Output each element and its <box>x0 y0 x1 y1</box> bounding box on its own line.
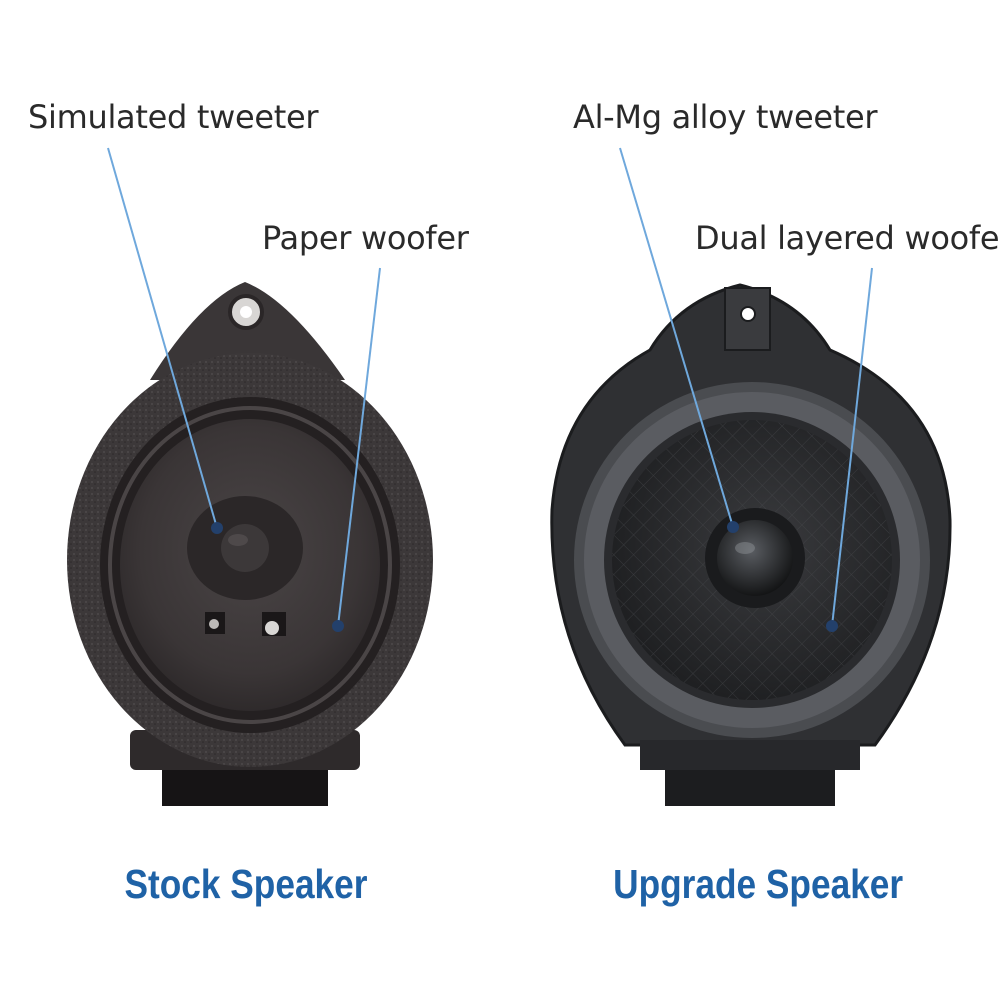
stock-speaker-caption: Stock Speaker <box>124 861 368 907</box>
upgrade-speaker-caption: Upgrade Speaker <box>613 861 904 907</box>
pointer-lines <box>107 147 873 632</box>
stock-mount-ear <box>150 282 345 380</box>
stock-woofer-pointer <box>337 267 381 627</box>
stock-woofer-label: Paper woofer <box>262 219 469 257</box>
stock-speaker <box>67 282 433 806</box>
upgrade-woofer-pointer <box>831 267 873 627</box>
stock-tweeter-pointer <box>107 147 218 529</box>
stock-tweeter-label: Simulated tweeter <box>28 98 319 136</box>
upgrade-tweeter-pointer <box>619 147 734 528</box>
upgrade-woofer-label: Dual layered woofer <box>695 219 1000 257</box>
upgrade-tweeter-label: Al-Mg alloy tweeter <box>573 98 878 136</box>
upgrade-speaker <box>550 283 952 806</box>
upgrade-screw-hole <box>740 306 756 322</box>
upgrade-mount-tab <box>665 770 835 806</box>
